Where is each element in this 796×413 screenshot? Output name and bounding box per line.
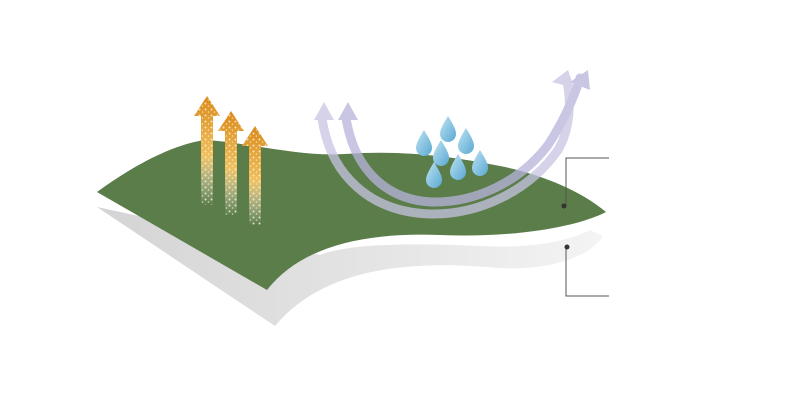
top-fabric-layer — [97, 140, 606, 290]
heat-vapor-arrow-icon — [194, 96, 268, 225]
callout-dot-bottom — [564, 244, 570, 250]
callout-lines — [565, 157, 609, 297]
water-drop-icon — [416, 116, 488, 188]
callout-dot-top — [561, 203, 567, 209]
airflow-arrow-icon — [314, 70, 590, 219]
